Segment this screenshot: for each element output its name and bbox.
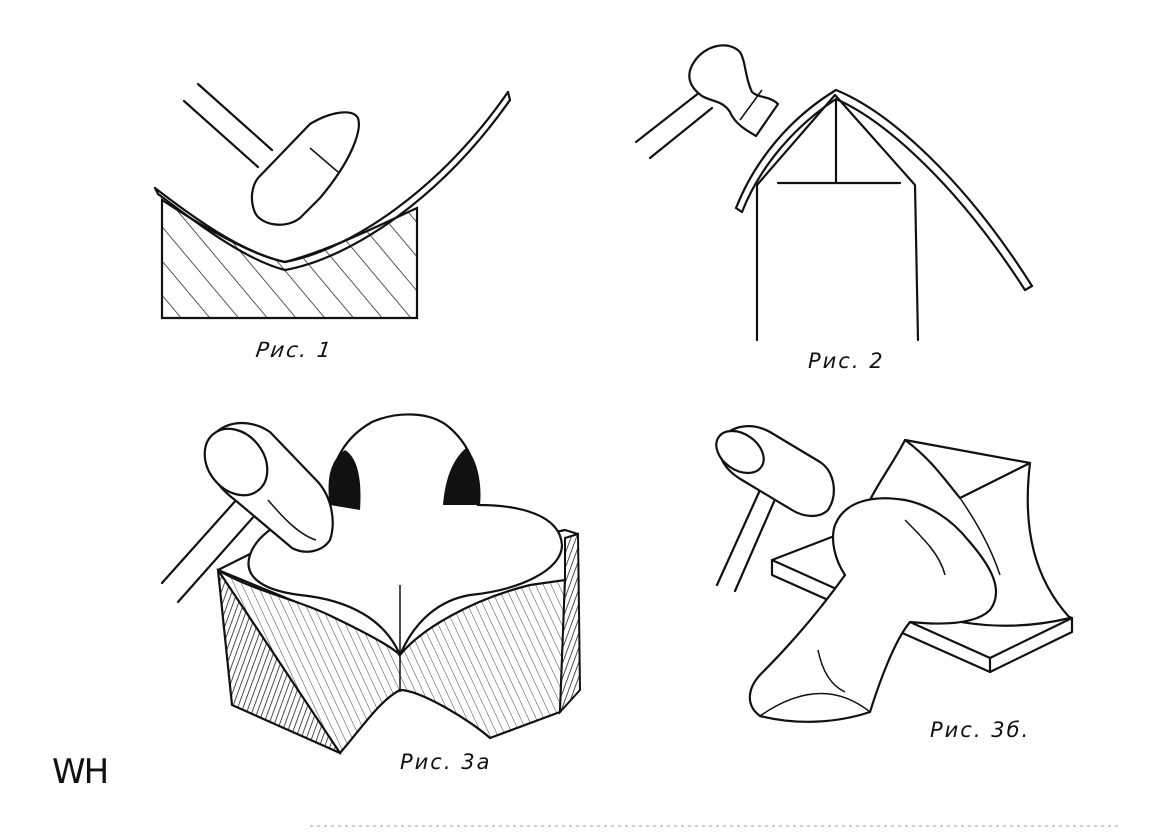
dark-notch-left (328, 450, 361, 510)
figure-3a (160, 413, 582, 755)
block-front-face (217, 569, 567, 755)
sheet-metal-strip (153, 90, 510, 264)
caption-fig-3a: Рис. 3а (400, 750, 492, 774)
hammer-head (688, 44, 780, 138)
hammer-handle (634, 90, 702, 144)
caption-fig-1: Рис. 1 (254, 338, 335, 362)
figure-1 (153, 82, 512, 320)
figure-3b (715, 425, 1074, 723)
caption-fig-3b: Рис. 3б. (930, 718, 1031, 742)
signature: WH (52, 752, 109, 792)
formed-sheet-piece (748, 497, 998, 723)
dark-notch-right (443, 448, 481, 505)
hammer-handle (715, 488, 762, 587)
bent-sheet-strip (734, 88, 1034, 288)
hammer-head (250, 111, 360, 226)
figure-2 (634, 44, 1034, 342)
stake-post (755, 93, 920, 342)
hammer-handle (196, 82, 274, 152)
hammer-handle (160, 496, 240, 585)
formed-sheet (247, 413, 564, 657)
caption-fig-2: Рис. 2 (808, 349, 885, 373)
block-right-face (558, 532, 582, 715)
